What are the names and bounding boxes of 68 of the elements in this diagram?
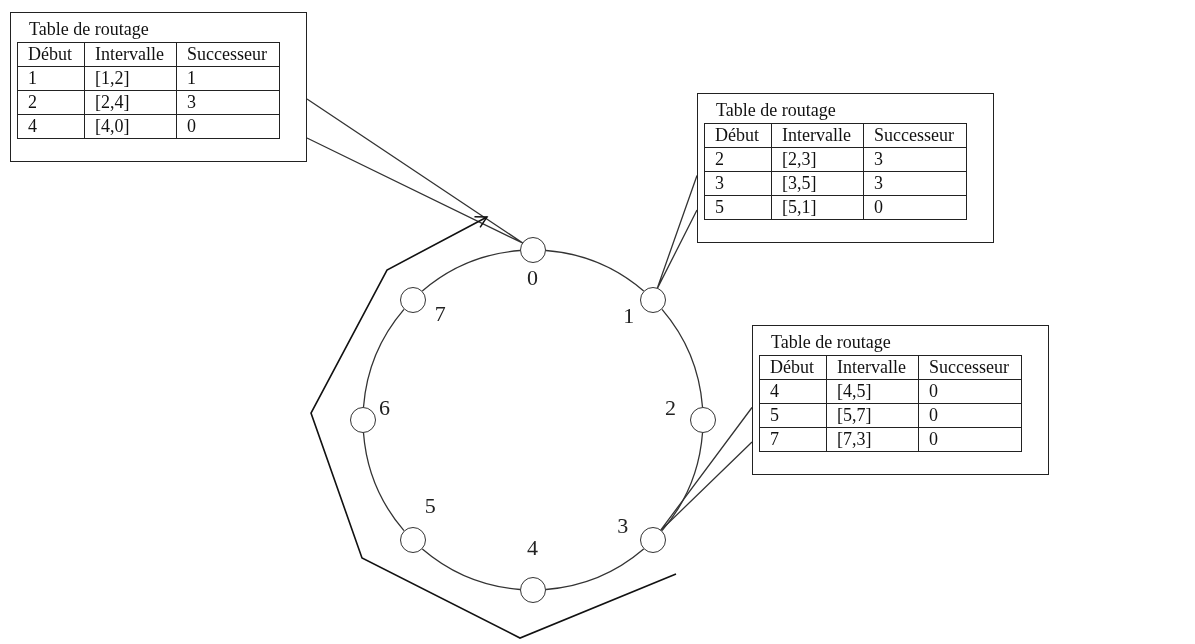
callout-box: [752, 325, 1049, 475]
ring-node-circle: [399, 527, 426, 554]
table-cell: Début: [704, 123, 772, 148]
table-cell: 4: [17, 114, 85, 139]
node-number: 0: [527, 267, 538, 289]
ring-arc: [421, 548, 521, 591]
table-cell: [5,1]: [771, 195, 864, 220]
table-cell: Successeur: [176, 42, 280, 67]
node-number: 7: [434, 302, 446, 325]
table-cell: [2,4]: [84, 90, 177, 115]
table-cell: 3: [704, 171, 772, 196]
ring-node-circle: [350, 407, 376, 433]
table-title: Table de routage: [771, 332, 891, 353]
table-cell: 0: [918, 379, 1022, 404]
table-cell: 4: [759, 379, 827, 404]
node-number: 4: [527, 537, 538, 559]
node-number: 2: [665, 397, 676, 419]
node-number: 3: [617, 515, 629, 538]
table-cell: [7,3]: [826, 427, 919, 452]
ring-arc: [661, 432, 704, 532]
ring-node-circle: [690, 407, 716, 433]
table-cell: 3: [863, 147, 967, 172]
ring-arc: [545, 548, 645, 591]
ring-arc: [661, 308, 704, 408]
table-cell: 0: [918, 403, 1022, 428]
table-cell: Intervalle: [826, 355, 919, 380]
table-cell: 2: [704, 147, 772, 172]
table-cell: Successeur: [918, 355, 1022, 380]
table-cell: 3: [863, 171, 967, 196]
table-cell: 7: [759, 427, 827, 452]
table-cell: Intervalle: [84, 42, 177, 67]
node-number: 6: [379, 397, 390, 419]
callout-pointer: [306, 98, 525, 245]
table-cell: [2,3]: [771, 147, 864, 172]
table-cell: 1: [17, 66, 85, 91]
table-cell: 5: [759, 403, 827, 428]
table-cell: 0: [918, 427, 1022, 452]
ring-node-circle: [640, 286, 667, 313]
table-cell: [5,7]: [826, 403, 919, 428]
table-cell: Successeur: [863, 123, 967, 148]
table-cell: 1: [176, 66, 280, 91]
ring-arc: [362, 432, 405, 532]
table-cell: [1,2]: [84, 66, 177, 91]
callout-box: [697, 93, 994, 243]
ring-node-circle: [640, 527, 667, 554]
table-cell: [3,5]: [771, 171, 864, 196]
table-cell: 2: [17, 90, 85, 115]
ring-node-circle: [399, 286, 426, 313]
node-number: 5: [424, 495, 436, 518]
table-cell: 3: [176, 90, 280, 115]
ring-node-circle: [520, 577, 546, 603]
table-cell: [4,0]: [84, 114, 177, 139]
node-number: 1: [623, 304, 635, 327]
ring-arc: [545, 249, 645, 292]
table-cell: [4,5]: [826, 379, 919, 404]
table-cell: Intervalle: [771, 123, 864, 148]
table-cell: Début: [759, 355, 827, 380]
table-cell: Début: [17, 42, 85, 67]
table-cell: 5: [704, 195, 772, 220]
table-title: Table de routage: [716, 100, 836, 121]
ring-arc: [421, 249, 521, 292]
table-cell: 0: [176, 114, 280, 139]
ring-arc: [362, 308, 405, 408]
arrow: [310, 216, 677, 639]
table-cell: 0: [863, 195, 967, 220]
table-title: Table de routage: [29, 19, 149, 40]
callout-box: [10, 12, 307, 162]
ring-node-circle: [520, 237, 546, 263]
